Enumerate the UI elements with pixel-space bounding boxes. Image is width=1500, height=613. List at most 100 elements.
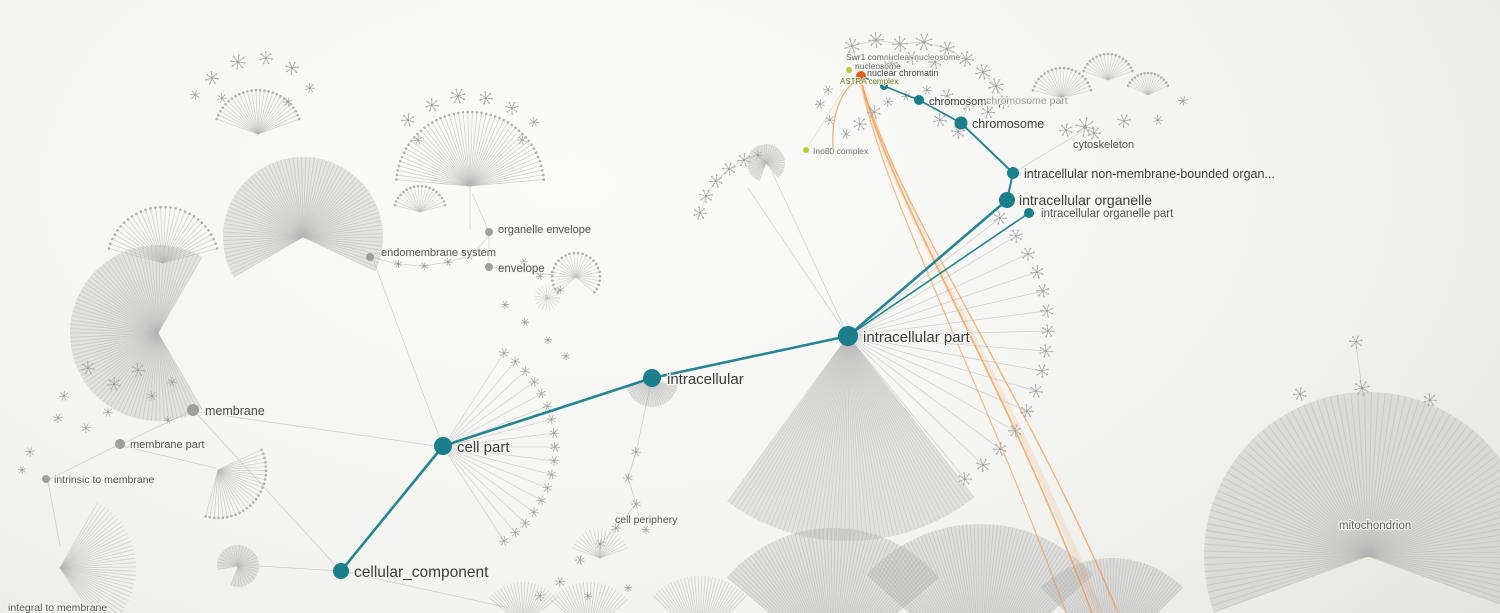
tree-edge (847, 335, 1047, 352)
node-starburst (164, 415, 173, 424)
label-membrane[interactable]: membrane (204, 403, 266, 419)
node-starburst (825, 114, 836, 125)
graph-node-organelle-envelope[interactable] (485, 228, 493, 236)
node-starburst (1036, 284, 1050, 298)
graph-node-intracellular-organelle-part[interactable] (1024, 208, 1034, 218)
graph-node-chromatin-junction[interactable] (880, 82, 888, 90)
node-starburst (520, 258, 529, 267)
label-membrane-part[interactable]: membrane part (129, 438, 206, 452)
graph-node-selected-term[interactable] (856, 71, 866, 81)
node-starburst (1041, 324, 1055, 338)
node-starburst (1117, 114, 1131, 128)
node-starburst (534, 591, 545, 602)
radial-fan (1126, 71, 1170, 96)
node-starburst (546, 414, 557, 425)
node-starburst (844, 38, 860, 54)
tree-edge (615, 503, 637, 529)
node-starburst (550, 441, 561, 452)
graph-node-membrane-part[interactable] (115, 439, 125, 449)
graph-node-cell-part[interactable] (434, 437, 452, 455)
graph-node-endomembrane-system[interactable] (366, 253, 374, 261)
node-starburst (1020, 404, 1034, 418)
node-starburst (1059, 123, 1073, 137)
radial-fan (746, 143, 786, 182)
node-starburst (1030, 265, 1044, 279)
node-starburst (205, 71, 219, 85)
node-starburst (753, 149, 763, 160)
node-starburst (549, 428, 560, 439)
label-organelle-envelope[interactable]: organelle envelope (497, 223, 592, 237)
node-starburst (562, 352, 570, 361)
node-starburst (933, 113, 947, 127)
node-starburst (555, 577, 565, 588)
label-intracellular-part[interactable]: intracellular part (862, 328, 972, 347)
tree-edge (923, 41, 948, 50)
node-starburst (1039, 344, 1053, 358)
node-starburst (53, 413, 63, 424)
node-starburst (1008, 424, 1022, 438)
node-starburst (737, 153, 751, 167)
tree-edge (196, 413, 337, 567)
node-starburst (884, 57, 898, 71)
node-starburst (623, 584, 632, 593)
node-starburst (305, 83, 316, 93)
node-starburst (1035, 364, 1049, 378)
highlight-path-edge (883, 85, 920, 101)
node-starburst (976, 458, 990, 472)
label-cell-part[interactable]: cell part (456, 438, 512, 457)
node-starburst (867, 105, 881, 119)
graph-node-ino80-complex[interactable] (803, 147, 809, 153)
graph-node-green-term[interactable] (846, 67, 852, 73)
label-intracellular[interactable]: intracellular (666, 370, 745, 389)
layer-fans (59, 52, 1500, 613)
graph-node-envelope[interactable] (485, 263, 493, 271)
node-starburst (814, 99, 825, 109)
label-cellular-component[interactable]: cellular_component (353, 563, 491, 582)
graph-node-chromosomal-part[interactable] (914, 95, 924, 105)
label-envelope[interactable]: envelope (497, 262, 546, 276)
node-starburst (1423, 393, 1437, 407)
label-chromosomal-part[interactable]: chromosomal part (928, 95, 1018, 109)
label-intrinsic-to-membrane[interactable]: intrinsic to membrane (53, 473, 156, 487)
tree-edge (847, 330, 1049, 337)
node-starburst (958, 51, 974, 67)
radial-fan (1203, 391, 1500, 613)
node-starburst (1354, 380, 1370, 396)
label-intracellular-non-membrane-bounded-organelle[interactable]: intracellular non-membrane-bounded organ… (1023, 166, 1276, 182)
tree-edge (635, 377, 653, 453)
node-starburst (505, 101, 519, 115)
graph-node-chromosome[interactable] (954, 116, 968, 130)
graph-node-membrane[interactable] (187, 404, 199, 416)
label-intracellular-organelle-part[interactable]: intracellular organelle part (1040, 207, 1176, 221)
graph-node-intracellular-non-membrane-bounded-organelle[interactable] (1007, 167, 1019, 179)
node-starburst (520, 518, 530, 528)
node-starburst (413, 134, 423, 145)
label-intracellular-organelle[interactable]: intracellular organelle (1018, 191, 1154, 209)
graph-node-intrinsic-to-membrane[interactable] (42, 475, 50, 483)
label-endomembrane-system[interactable]: endomembrane system (380, 246, 497, 260)
node-starburst (450, 88, 466, 104)
graph-node-cellular-component[interactable] (333, 563, 349, 579)
graph-node-intracellular-part[interactable] (838, 326, 858, 346)
node-starburst (546, 469, 557, 480)
node-starburst (189, 90, 200, 100)
node-starburst (401, 113, 415, 127)
node-starburst (425, 98, 439, 112)
node-starburst (915, 33, 933, 51)
graph-node-intracellular-organelle[interactable] (999, 192, 1015, 208)
node-starburst (555, 285, 564, 294)
graph-node-intracellular[interactable] (643, 369, 661, 387)
tree-edge (771, 171, 849, 337)
annotation-swr1-complex: Swr1 complex (846, 52, 900, 62)
layer-labels: cellular_component cell part intracellular… (7, 51, 1413, 613)
node-starburst (594, 539, 605, 549)
tree-edge (847, 335, 1043, 372)
node-starburst (722, 162, 736, 176)
flow-edge-orange (832, 77, 859, 149)
radial-fan (216, 544, 260, 588)
label-ino80-complex[interactable]: Ino80 complex (812, 145, 870, 157)
annotation-cytoskeleton: cytoskeleton (1073, 139, 1134, 151)
node-starburst (630, 499, 641, 509)
label-chromosome[interactable]: chromosome (971, 116, 1046, 132)
